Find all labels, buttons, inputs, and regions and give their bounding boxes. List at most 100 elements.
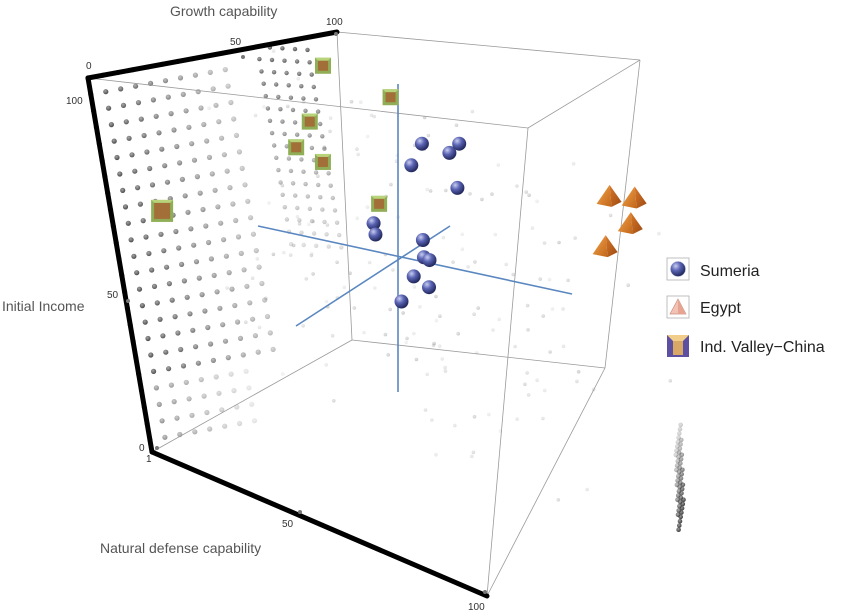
cloud-dot <box>515 417 519 421</box>
ind-valley-china-cube-marker <box>314 153 331 170</box>
tick-mark <box>298 510 302 514</box>
cloud-dot <box>174 415 180 421</box>
cloud-dot <box>401 311 405 315</box>
cloud-dot <box>365 205 370 209</box>
cloud-dot <box>135 100 142 106</box>
cloud-dot <box>326 171 331 176</box>
cloud-dot <box>311 84 316 90</box>
cloud-dot <box>219 135 225 141</box>
cloud-dot <box>252 333 258 339</box>
cloud-dot <box>274 82 279 87</box>
tick-mark <box>241 55 245 59</box>
cloud-dot <box>303 181 308 187</box>
cloud-dot <box>676 527 681 532</box>
cloud-dot <box>222 67 228 73</box>
cloud-dot <box>122 204 129 210</box>
cloud-dot <box>246 385 252 391</box>
cloud-dot <box>193 259 200 265</box>
legend-swatch-cube <box>667 335 689 357</box>
cloud-dot <box>272 143 277 148</box>
sumeria-sphere-marker <box>366 216 381 231</box>
cloud-dot <box>159 418 165 424</box>
cloud-dot <box>164 264 170 270</box>
cloud-dot <box>359 100 363 104</box>
cloud-dot <box>674 467 679 473</box>
cloud-dot <box>453 423 457 428</box>
cloud-dot <box>166 281 172 287</box>
cloud-dot <box>175 330 181 336</box>
cloud-dot <box>148 352 154 358</box>
cloud-dot <box>324 232 329 237</box>
cloud-dot <box>309 253 314 258</box>
cloud-dot <box>280 119 285 124</box>
cloud-dot <box>282 205 287 210</box>
cloud-dot <box>339 245 344 250</box>
cloud-dot <box>236 149 242 155</box>
cloud-dot <box>460 232 465 237</box>
cloud-dot <box>131 253 137 259</box>
cloud-dot <box>320 134 325 139</box>
cloud-dot <box>372 114 377 119</box>
cloud-dot <box>211 272 217 278</box>
cloud-dot <box>120 102 127 108</box>
cloud-dot <box>412 331 416 336</box>
cloud-dot <box>183 379 189 385</box>
cloud-dot <box>204 409 210 416</box>
cloud-dot <box>677 523 682 528</box>
cloud-dot <box>168 382 174 388</box>
box-edge <box>486 127 529 597</box>
cloud-dot <box>286 156 292 161</box>
cloud-dot <box>307 206 313 211</box>
cloud-dot <box>675 497 680 503</box>
cloud-dot <box>156 401 162 407</box>
cloud-dot <box>218 220 224 226</box>
cloud-dot <box>342 285 347 290</box>
cloud-dot <box>276 167 281 173</box>
cloud-dot <box>267 201 271 205</box>
legend-swatch-pyramid <box>666 295 690 319</box>
cloud-dot <box>674 444 680 449</box>
cloud-dot <box>222 338 229 344</box>
sumeria-sphere-marker <box>450 180 465 195</box>
cloud-dot <box>234 404 240 410</box>
cloud-dot <box>675 478 680 483</box>
cloud-dot <box>242 182 248 188</box>
cloud-dot <box>391 268 395 272</box>
cloud-dot <box>151 368 157 374</box>
cloud-dot <box>197 190 203 196</box>
cloud-dot <box>297 222 302 226</box>
cloud-dot <box>334 220 340 225</box>
box-edge <box>486 367 606 597</box>
cloud-dot <box>168 111 174 117</box>
cloud-dot <box>527 193 531 197</box>
cloud-dot <box>301 169 306 174</box>
cloud-dot <box>137 201 143 207</box>
cloud-dot <box>214 289 220 295</box>
cloud-dot <box>208 341 214 347</box>
cloud-dot <box>280 372 285 376</box>
cloud-dot <box>297 218 302 223</box>
egypt-pyramid-marker <box>596 184 622 207</box>
cloud-dot <box>575 379 579 384</box>
ind-valley-china-cube-marker <box>371 195 388 212</box>
cloud-dot <box>295 205 300 211</box>
box-edge <box>336 31 353 341</box>
cloud-dot <box>173 228 179 235</box>
cloud-dot <box>443 365 447 370</box>
cloud-dot <box>132 168 138 174</box>
legend-swatch-sphere <box>666 257 690 281</box>
cloud-dot <box>305 194 310 199</box>
cloud-dot <box>138 116 144 122</box>
cloud-dot <box>208 256 214 262</box>
cloud-dot <box>295 132 300 137</box>
cloud-dot <box>259 69 264 74</box>
cloud-dot <box>541 314 545 318</box>
cloud-dot <box>210 357 216 363</box>
ind-valley-china-cube-marker <box>382 89 399 106</box>
cloud-dot <box>150 97 156 103</box>
cloud-dot <box>241 267 247 273</box>
cloud-dot <box>263 93 268 99</box>
cloud-dot <box>322 219 327 225</box>
cloud-dot <box>282 58 287 63</box>
cloud-dot <box>144 149 150 155</box>
